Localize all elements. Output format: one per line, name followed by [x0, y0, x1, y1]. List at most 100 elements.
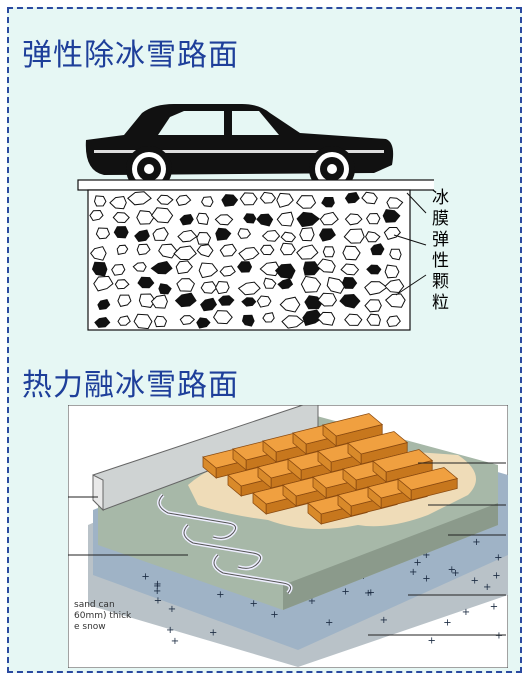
rubber-particle: [256, 213, 274, 227]
rubber-particle: [241, 314, 255, 327]
aggregate-stone: [322, 246, 335, 258]
aggregate-stone: [344, 213, 363, 226]
insulation-mark: +: [209, 628, 217, 639]
thermal-figure-caption: sand can 60mm) thick e snow: [74, 600, 131, 633]
aggregate-stone: [366, 212, 381, 225]
aggregate-stone: [279, 296, 301, 313]
aggregate-stone: [262, 312, 275, 323]
aggregate-stone: [259, 191, 277, 204]
aggregate-stone: [261, 229, 281, 242]
aggregate-stone: [342, 245, 361, 261]
aggregate-stone: [196, 244, 214, 258]
rubber-particle: [94, 316, 111, 328]
aggregate-stone: [198, 262, 219, 279]
aggregate-stone: [127, 191, 152, 206]
rubber-particle: [319, 228, 336, 242]
aggregate-stone: [93, 275, 114, 292]
aggregate-stone: [158, 243, 178, 259]
aggregate-stone: [196, 231, 212, 245]
aggregate-stone: [317, 311, 336, 326]
rubber-particle: [303, 261, 321, 276]
insulation-mark: +: [428, 636, 436, 647]
aggregate-stone: [364, 281, 388, 296]
rubber-particle: [344, 192, 360, 204]
rubber-particle: [341, 276, 358, 289]
rubber-particle: [321, 197, 335, 208]
aggregate-stone: [93, 195, 107, 207]
aggregate-stone: [176, 278, 196, 292]
rubber-particle: [97, 299, 111, 311]
aggregate-stone: [152, 227, 169, 241]
elastic-particle-labels: 冰 膜 弹 性 颗 粒: [432, 188, 449, 314]
heading-thermal-road: 热力融冰雪路面: [22, 368, 239, 403]
rubber-particle: [296, 211, 320, 228]
insulation-mark: +: [462, 607, 470, 618]
aggregate-stone: [383, 227, 401, 240]
rubber-particle: [137, 276, 155, 289]
aggregate-stone: [175, 194, 192, 206]
aggregate-stone: [156, 194, 174, 205]
insulation-mark: +: [153, 581, 161, 592]
aggregate-stone: [276, 211, 294, 227]
aggregate-stone: [109, 195, 127, 210]
aggregate-stone: [280, 231, 297, 243]
paving-bricks: [202, 413, 459, 525]
paving-brick: [397, 467, 459, 501]
aggregate-stone: [365, 231, 381, 243]
aggregate-stone: [150, 207, 174, 224]
aggregate-stone: [259, 261, 281, 277]
aggregate-stone: [136, 210, 155, 225]
insulation-mark: +: [451, 568, 459, 579]
aggregate-stone: [386, 197, 404, 209]
rubber-particle: [134, 229, 150, 243]
aggregate-stone: [296, 244, 319, 260]
aggregate-stone: [386, 315, 401, 328]
aggregate-stone: [256, 295, 272, 308]
aggregate-stone: [175, 260, 193, 275]
caption-line: 60mm) thick: [74, 611, 132, 621]
label-pointer: [393, 234, 427, 246]
insulation-mark: +: [166, 625, 174, 636]
rubber-particle: [196, 317, 211, 329]
rubber-particle: [304, 295, 324, 310]
aggregate-stone: [95, 227, 111, 240]
aggregate-stone: [200, 281, 218, 294]
insulation-mark: +: [490, 601, 498, 612]
label-char: 性: [432, 251, 449, 271]
rubber-particle: [158, 283, 172, 295]
rubber-particle: [274, 263, 296, 279]
aggregate-stone: [281, 315, 305, 329]
aggregate-stone: [201, 196, 214, 208]
insulation-mark: +: [154, 595, 162, 606]
car-illustration: [85, 104, 394, 192]
label-pointer: [406, 192, 427, 214]
aggregate-stone: [133, 313, 153, 330]
aggregate-stone: [384, 293, 406, 308]
rubber-particle: [302, 309, 324, 327]
aggregate-stone: [259, 244, 275, 256]
aggregate-stone: [239, 192, 258, 206]
insulation-mark: +: [495, 631, 503, 642]
rubber-particle: [366, 264, 382, 275]
insulation-mark: +: [168, 604, 176, 615]
aggregate-stone: [90, 246, 107, 261]
aggregate-stone: [117, 294, 132, 307]
aggregate-stone: [112, 211, 130, 224]
rubber-particle: [179, 213, 194, 226]
aggregate-stone: [219, 243, 237, 257]
aggregate-stone: [132, 262, 147, 272]
aggregate-stone: [237, 281, 261, 296]
aggregate-stone: [263, 277, 277, 289]
aggregate-layer: [87, 189, 411, 331]
aggregate-stone: [215, 280, 230, 295]
rubber-particle: [370, 243, 385, 256]
insulation-mark: +: [422, 574, 430, 585]
label-char: 弹: [432, 230, 449, 250]
rubber-particle: [91, 261, 108, 277]
aggregate-stone: [326, 276, 346, 294]
rubber-particle: [243, 213, 257, 224]
aggregate-stone: [177, 229, 198, 243]
aggregate-stone: [237, 228, 252, 239]
insulation-mark: +: [308, 596, 316, 607]
aggregate-stone: [114, 279, 130, 290]
